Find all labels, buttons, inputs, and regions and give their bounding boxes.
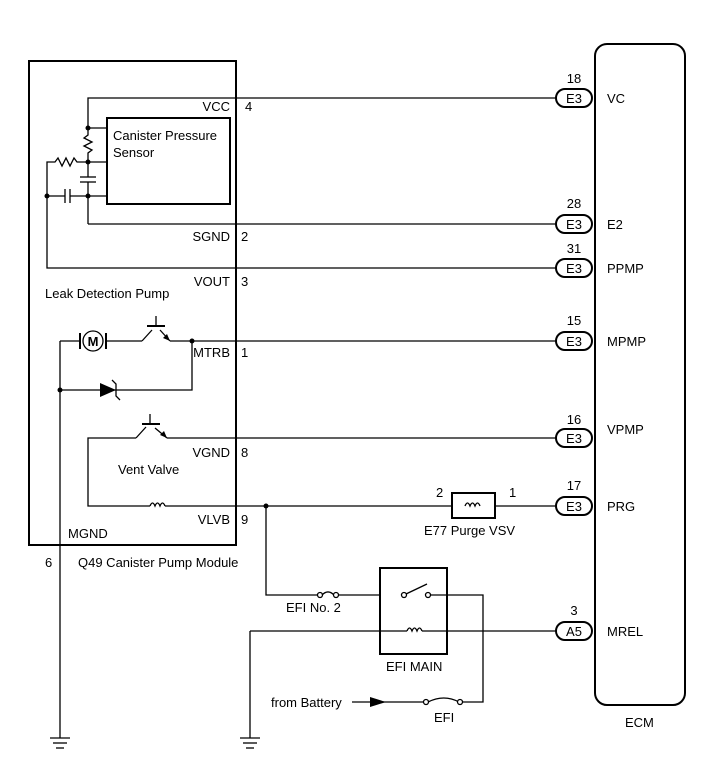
sensor-label-line1: Canister Pressure bbox=[113, 128, 217, 143]
vent-valve-label: Vent Valve bbox=[118, 462, 179, 477]
ecm-box bbox=[594, 43, 686, 706]
pin-sgnd-name: SGND bbox=[192, 229, 230, 244]
purge-vsv-pin-left: 2 bbox=[436, 485, 443, 500]
terminal-name: MPMP bbox=[607, 334, 646, 349]
ground-icon-right bbox=[240, 737, 260, 749]
terminal-connector: A5 bbox=[566, 624, 582, 639]
sensor-resistor-horizontal bbox=[46, 156, 88, 196]
pin-vcc-num: 4 bbox=[245, 99, 252, 114]
terminal-connector: E3 bbox=[566, 499, 582, 514]
module-ground-pin: 6 bbox=[45, 555, 52, 570]
pin-vout-name: VOUT bbox=[194, 274, 230, 289]
mgnd-label: MGND bbox=[68, 526, 108, 541]
wire-vent-valve-left bbox=[87, 437, 150, 507]
sensor-resistor-vertical bbox=[82, 128, 94, 160]
pin-sgnd-num: 2 bbox=[241, 229, 248, 244]
terminal-pin: 28 bbox=[567, 196, 581, 211]
pin-vcc-name: VCC bbox=[203, 99, 230, 114]
purge-vsv-box bbox=[451, 492, 496, 519]
terminal-pin: 31 bbox=[567, 241, 581, 256]
leak-detection-pump-label: Leak Detection Pump bbox=[45, 286, 169, 301]
terminal-pin: 3 bbox=[570, 603, 577, 618]
wire-efi-no2 bbox=[265, 506, 318, 596]
terminal-name: VPMP bbox=[607, 422, 644, 437]
pin-vout-num: 3 bbox=[241, 274, 248, 289]
efi-main-switch-icon bbox=[400, 583, 432, 599]
terminal-connector: E3 bbox=[566, 334, 582, 349]
terminal-connector: E3 bbox=[566, 91, 582, 106]
ecm-terminal-mpmp: E3 15 MPMP bbox=[555, 313, 646, 351]
terminal-pin: 15 bbox=[567, 313, 581, 328]
efi-main-coil-icon bbox=[406, 627, 423, 633]
wire-vcc bbox=[87, 97, 556, 128]
wire-vout bbox=[46, 196, 556, 269]
ground-icon-left bbox=[50, 737, 70, 749]
ecm-terminal-mrel: A5 3 MREL bbox=[555, 603, 643, 641]
terminal-name: PPMP bbox=[607, 261, 644, 276]
ecm-terminal-vc: E3 18 VC bbox=[555, 71, 625, 108]
terminal-name: VC bbox=[607, 91, 625, 106]
canister-pressure-sensor-box bbox=[106, 117, 231, 205]
terminal-name: MREL bbox=[607, 624, 643, 639]
terminal-name: PRG bbox=[607, 499, 635, 514]
pump-transistor-icon bbox=[141, 316, 171, 342]
purge-vsv-coil-icon bbox=[464, 502, 481, 508]
pin-vlvb-name: VLVB bbox=[198, 512, 230, 527]
ecm-terminal-vpmp: E3 16 VPMP bbox=[555, 412, 644, 448]
vent-valve-coil-icon bbox=[149, 502, 166, 508]
terminal-pin: 16 bbox=[567, 412, 581, 427]
purge-vsv-label: E77 Purge VSV bbox=[424, 523, 515, 538]
vent-valve-transistor-icon bbox=[135, 414, 168, 439]
zener-diode-icon bbox=[100, 379, 121, 401]
battery-label: from Battery bbox=[271, 695, 342, 710]
terminal-pin: 18 bbox=[567, 71, 581, 86]
ecm-terminal-e2: E3 28 E2 bbox=[555, 196, 623, 234]
pin-vgnd-name: VGND bbox=[192, 445, 230, 460]
efi-main-label: EFI MAIN bbox=[386, 659, 442, 674]
efi-fuse-icon bbox=[422, 697, 464, 706]
sensor-label-line2: Sensor bbox=[113, 145, 155, 160]
pin-vlvb-num: 9 bbox=[241, 512, 248, 527]
terminal-pin: 17 bbox=[567, 478, 581, 493]
pin-mtrb-num: 1 bbox=[241, 345, 248, 360]
pin-vgnd-num: 8 bbox=[241, 445, 248, 460]
efi-no2-label: EFI No. 2 bbox=[286, 600, 341, 615]
motor-symbol: M bbox=[88, 334, 99, 349]
wire-relay-battery bbox=[431, 594, 484, 703]
ecm-label: ECM bbox=[625, 715, 654, 730]
ecm-terminal-prg: E3 17 PRG bbox=[555, 478, 635, 516]
efi-no2-fuse-icon bbox=[316, 591, 340, 599]
efi-main-relay-box bbox=[379, 567, 448, 655]
terminal-name: E2 bbox=[607, 217, 623, 232]
pin-mtrb-name: MTRB bbox=[193, 345, 230, 360]
terminal-connector: E3 bbox=[566, 431, 582, 446]
terminal-connector: E3 bbox=[566, 217, 582, 232]
battery-arrow-icon bbox=[370, 697, 386, 707]
module-name: Q49 Canister Pump Module bbox=[78, 555, 238, 570]
terminal-connector: E3 bbox=[566, 261, 582, 276]
efi-label: EFI bbox=[434, 710, 454, 725]
ecm-terminal-ppmp: E3 31 PPMP bbox=[555, 241, 644, 278]
purge-vsv-pin-right: 1 bbox=[509, 485, 516, 500]
